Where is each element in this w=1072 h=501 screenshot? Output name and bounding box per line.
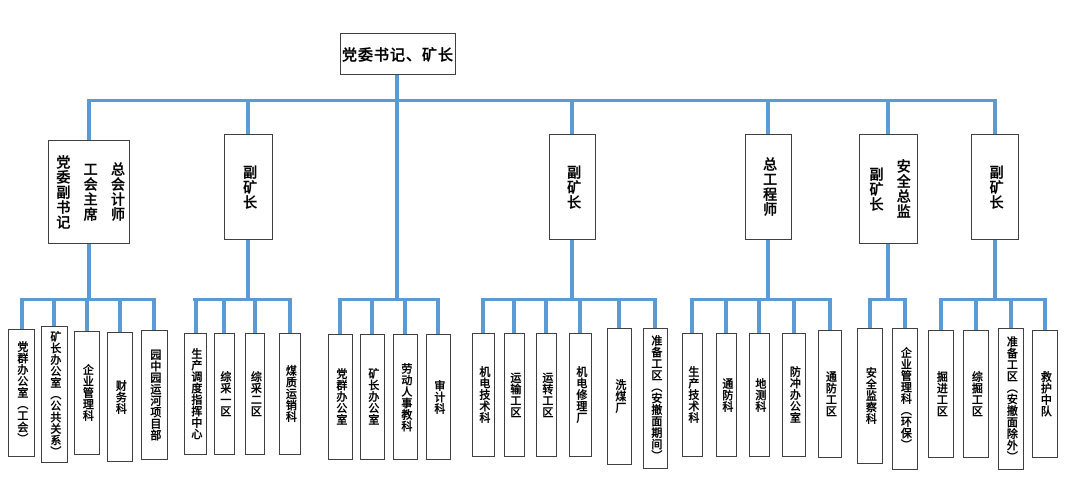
connector-drop-dept — [20, 298, 24, 330]
connector-drop-dept — [690, 298, 694, 334]
connector-stem-leader-4 — [766, 240, 770, 301]
org-node-dept: 煤质运销科 — [279, 333, 301, 455]
connector-drop-dept — [1009, 298, 1013, 329]
connector-rail-group-f — [868, 298, 907, 301]
connector-drop-dept — [338, 298, 342, 335]
org-node-dept: 机电修理厂 — [569, 333, 592, 457]
connector-drop-dept — [974, 298, 978, 331]
org-node-dept: 生产调度指挥中心 — [184, 333, 207, 455]
connector-stem-leader-6 — [993, 240, 997, 301]
connector-drop-dept — [617, 298, 621, 329]
connector-rail-group-c — [338, 298, 440, 301]
connector-drop-leader-1 — [87, 99, 91, 141]
org-node-root: 党委书记、矿长 — [340, 33, 456, 75]
org-node-dept: 机电技术科 — [472, 333, 495, 457]
org-node-dept: 审计科 — [426, 334, 451, 460]
org-node-dept: 综采二区 — [245, 333, 265, 455]
connector-drop-dept — [222, 298, 226, 334]
org-node-dept: 劳动人事教科 — [393, 334, 418, 460]
org-node-leader-5: 安全总监 副矿长 — [859, 134, 918, 244]
connector-drop-dept — [194, 298, 198, 334]
connector-rail-group-d — [481, 298, 657, 301]
org-node-dept: 党群办公室（工会） — [8, 329, 35, 457]
org-node-dept: 财务科 — [107, 332, 133, 462]
connector-drop-dept — [653, 298, 657, 329]
connector-drop-dept — [118, 298, 122, 333]
org-node-dept: 掘进工区 — [928, 330, 954, 458]
org-node-leader-4: 总工程师 — [745, 134, 792, 240]
org-node-dept: 企业管理科（环保） — [892, 328, 918, 470]
org-node-dept: 通防工区 — [818, 330, 842, 458]
connector-drop-dept — [903, 298, 907, 329]
org-node-dept: 矿长办公室（公共关系） — [41, 326, 68, 463]
connector-drop-dept — [152, 298, 156, 331]
org-node-dept: 园中园运河项目部 — [141, 330, 168, 460]
connector-drop-dept — [253, 298, 257, 334]
connector-drop-dept — [436, 298, 440, 335]
connector-drop-dept — [757, 298, 761, 334]
org-node-dept: 安全监察科 — [857, 328, 883, 464]
connector-stem-leader-2 — [246, 240, 250, 301]
connector-stem-leader-1 — [87, 244, 91, 301]
connector-drop-dept — [481, 298, 485, 334]
connector-drop-dept — [1043, 298, 1047, 331]
org-node-dept: 矿长办公室 — [360, 334, 385, 460]
connector-rail-group-b — [193, 298, 292, 301]
org-node-dept: 洗煤厂 — [607, 328, 632, 465]
connector-root-stem — [395, 75, 399, 301]
connector-drop-leader-3 — [570, 99, 574, 135]
connector-drop-dept — [939, 298, 943, 331]
connector-drop-dept — [370, 298, 374, 335]
connector-drop-dept — [288, 298, 292, 334]
connector-drop-dept — [828, 298, 832, 331]
org-node-dept: 通防科 — [716, 333, 737, 457]
connector-rail-group-e — [690, 298, 832, 301]
connector-drop-dept — [52, 298, 56, 327]
connector-drop-leader-2 — [246, 99, 250, 135]
connector-drop-dept — [544, 298, 548, 334]
connector-drop-dept — [403, 298, 407, 335]
connector-rail-group-g — [939, 298, 1047, 301]
org-node-dept: 生产技术科 — [682, 333, 703, 457]
org-node-leader-3: 副矿长 — [549, 134, 596, 240]
connector-drop-dept — [792, 298, 796, 334]
connector-stem-leader-5 — [886, 244, 890, 301]
connector-main-rail — [87, 99, 997, 102]
connector-drop-dept — [578, 298, 582, 334]
connector-drop-dept — [868, 298, 872, 329]
connector-drop-leader-4 — [766, 99, 770, 135]
org-node-dept: 运输工区 — [504, 333, 525, 457]
org-node-leader-6: 副矿长 — [971, 134, 1019, 240]
org-node-dept: 运转工区 — [536, 333, 557, 457]
org-node-dept: 准备工区（安撤面期间） — [643, 328, 668, 469]
connector-drop-dept — [85, 298, 89, 332]
org-node-leader-2: 副矿长 — [224, 134, 273, 240]
connector-drop-leader-6 — [993, 99, 997, 135]
org-node-dept: 准备工区（安撤面除外） — [998, 328, 1024, 470]
connector-drop-dept — [512, 298, 516, 334]
org-node-leader-1: 总会计师 工会主席 党委副书记 — [48, 140, 130, 244]
org-node-dept: 企业管理科 — [74, 331, 100, 455]
connector-drop-leader-5 — [886, 99, 890, 135]
org-node-dept: 党群办公室 — [328, 334, 353, 460]
connector-stem-leader-3 — [570, 240, 574, 301]
org-node-dept: 救护中队 — [1032, 330, 1058, 458]
org-node-dept: 防冲办公室 — [782, 333, 806, 457]
connector-drop-dept — [724, 298, 728, 334]
org-node-dept: 地测科 — [749, 333, 770, 457]
org-node-dept: 综采一区 — [214, 333, 235, 455]
org-node-dept: 综掘工区 — [963, 330, 989, 458]
